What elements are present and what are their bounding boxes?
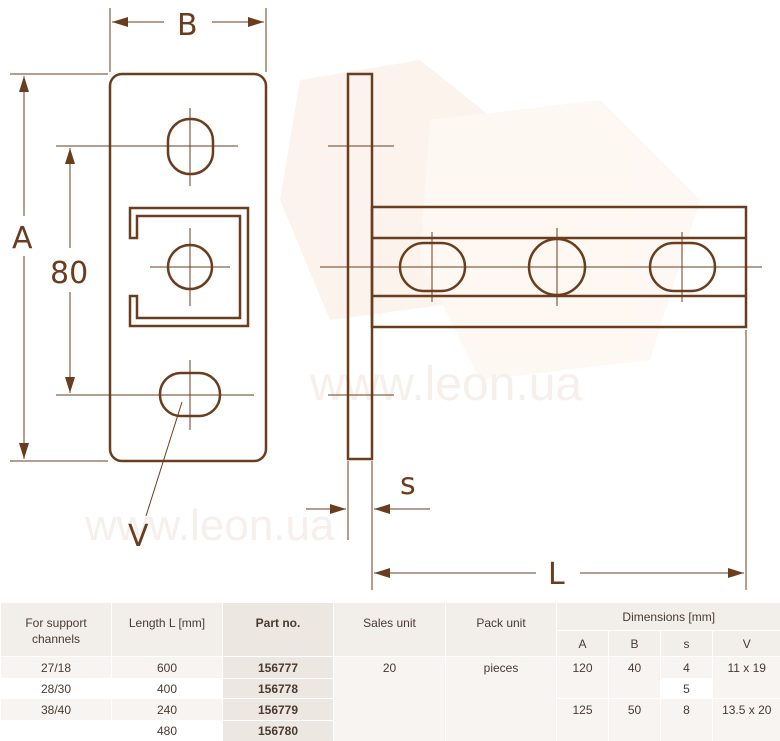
header-dim-s: s (661, 631, 713, 657)
cell-sales-unit: 20 (334, 657, 446, 741)
technical-drawing: www.leon.ua www.leon.ua B (0, 0, 780, 600)
cell-support: 38/40 (1, 699, 112, 721)
cell-support: 27/18 (1, 657, 112, 679)
cell-support: 28/30 (1, 679, 112, 699)
label-v: V (128, 519, 149, 554)
cell-dim-a: 120 (557, 657, 609, 699)
cell-dim-v: 13.5 x 20 (713, 699, 780, 741)
cell-dim-s: 5 (661, 679, 713, 699)
cell-length: 600 (112, 657, 223, 679)
table-row: 27/18 600 156777 20 pieces 120 40 4 11 x… (1, 657, 780, 679)
cell-support (1, 721, 112, 741)
dimension-80: 80 (50, 146, 160, 395)
cell-length: 240 (112, 699, 223, 721)
header-support: For support channels (1, 603, 112, 657)
label-a: A (12, 221, 33, 256)
cell-part: 156780 (223, 721, 334, 741)
cell-dim-s: 4 (661, 657, 713, 679)
header-dimensions: Dimensions [mm] (557, 603, 780, 631)
header-length: Length L [mm] (112, 603, 223, 657)
header-dim-v: V (713, 631, 780, 657)
label-80: 80 (50, 256, 88, 291)
header-pack: Pack unit (446, 603, 557, 657)
cell-length: 400 (112, 679, 223, 699)
header-dim-b: B (609, 631, 661, 657)
cell-dim-b: 40 (609, 657, 661, 699)
cell-part: 156778 (223, 679, 334, 699)
cell-dim-a: 125 (557, 699, 609, 741)
label-s: s (400, 467, 416, 502)
header-part: Part no. (223, 603, 334, 657)
cell-part: 156777 (223, 657, 334, 679)
cell-part: 156779 (223, 699, 334, 721)
label-b: B (177, 8, 198, 43)
cell-dim-s: 8 (661, 699, 713, 741)
cell-dim-v: 11 x 19 (713, 657, 780, 699)
watermark-text-2: www.leon.ua (84, 501, 335, 550)
dimension-b: B (110, 8, 266, 72)
cell-pack-unit: pieces (446, 657, 557, 741)
watermark: www.leon.ua www.leon.ua (84, 60, 700, 550)
cell-dim-b: 50 (609, 699, 661, 741)
watermark-text: www.leon.ua (309, 358, 582, 411)
front-view-plate (110, 74, 266, 461)
cell-length: 480 (112, 721, 223, 741)
spec-table: For support channels Length L [mm] Part … (0, 602, 780, 741)
label-l: L (548, 557, 565, 592)
header-dim-a: A (557, 631, 609, 657)
header-sales: Sales unit (334, 603, 446, 657)
